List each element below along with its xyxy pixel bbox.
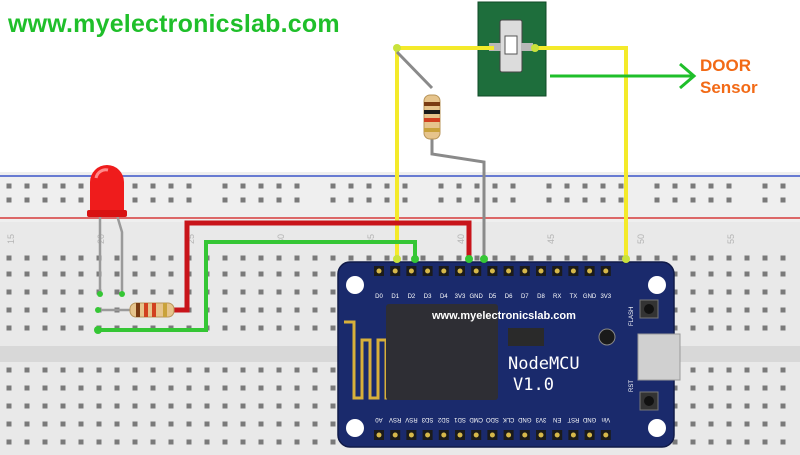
bottom-pin-label: Vin	[602, 416, 611, 422]
header-pin-contact	[425, 268, 431, 274]
column-number: 50	[636, 234, 646, 244]
door-arrow	[550, 62, 697, 90]
header-pin-contact	[441, 268, 447, 274]
bottom-pin-label: RST	[567, 416, 579, 422]
header-pin-contact	[473, 268, 479, 274]
top-pin-label: D6	[505, 294, 513, 300]
breadboard-power-rail-top	[0, 172, 800, 222]
header-pin-contact	[538, 268, 544, 274]
column-number: 15	[6, 234, 16, 244]
column-number: 30	[276, 234, 286, 244]
bottom-pin-label: RSV	[405, 416, 417, 422]
top-pin-label: D8	[537, 294, 545, 300]
board-version: V1.0	[513, 375, 554, 395]
header-pin-contact	[587, 268, 593, 274]
top-pin-label: RX	[553, 294, 561, 300]
header-pin-contact	[392, 432, 398, 438]
header-pin-contact	[554, 432, 560, 438]
column-number: 45	[546, 234, 556, 244]
door-label-line2: Sensor	[700, 78, 758, 97]
header-pin-contact	[603, 432, 609, 438]
column-number: 40	[456, 234, 466, 244]
bottom-pin-label: GND	[582, 416, 596, 422]
bottom-pin-label: RSV	[389, 416, 401, 422]
bottom-pin-label: EN	[553, 416, 561, 422]
bottom-pin-label: SDO	[486, 416, 499, 422]
top-pin-label: D0	[375, 294, 383, 300]
header-pin-contact	[376, 268, 382, 274]
header-pin-contact	[408, 432, 414, 438]
header-pin-contact	[457, 268, 463, 274]
usb-port	[637, 333, 681, 381]
pulldown-resistor	[423, 94, 441, 140]
header-pin-contact	[473, 432, 479, 438]
wire-grey-gnd	[430, 138, 486, 258]
wire-grey-resistor-leg	[395, 50, 434, 90]
top-pin-label: D7	[521, 294, 529, 300]
bottom-pin-label: GND	[517, 416, 531, 422]
header-pin-contact	[376, 432, 382, 438]
header-pin-contact	[522, 268, 528, 274]
bottom-pin-label: SD1	[454, 416, 466, 422]
site-url-title: www.myelectronicslab.com	[8, 10, 340, 38]
header-pin-contact	[538, 432, 544, 438]
wire-yellow-right	[535, 46, 628, 258]
top-pin-label: D3	[424, 294, 432, 300]
bottom-pin-label: SD2	[437, 416, 449, 422]
top-pin-label: GND	[583, 294, 597, 300]
header-pin-contact	[392, 268, 398, 274]
column-number: 55	[726, 234, 736, 244]
flash-label: FLASH	[629, 307, 635, 326]
header-pin-contact	[441, 432, 447, 438]
top-pin-label: 3V3	[600, 294, 611, 300]
header-pin-contact	[506, 432, 512, 438]
top-pin-label: GND	[470, 294, 484, 300]
rst-label: RST	[629, 380, 635, 392]
bottom-pin-label: A0	[375, 416, 383, 422]
header-pin-contact	[408, 268, 414, 274]
bottom-pin-label: SD3	[421, 416, 433, 422]
header-pin-contact	[522, 432, 528, 438]
header-pin-contact	[570, 268, 576, 274]
header-pin-contact	[570, 432, 576, 438]
top-pin-label: TX	[570, 294, 578, 300]
wire-red	[168, 220, 472, 313]
board-watermark: www.myelectronicslab.com	[431, 310, 576, 322]
header-pin-contact	[425, 432, 431, 438]
top-pin-label: 3V3	[455, 294, 466, 300]
bottom-pin-label: 3V3	[535, 416, 546, 422]
esp-chip-shield	[386, 304, 498, 400]
header-pin-contact	[554, 268, 560, 274]
header-pin-contact	[457, 432, 463, 438]
column-number: 35	[366, 234, 376, 244]
header-pin-contact	[506, 268, 512, 274]
bottom-pin-label: CLK	[503, 416, 515, 422]
column-number: 25	[186, 234, 196, 244]
header-pin-contact	[587, 432, 593, 438]
bottom-pin-label: CMD	[469, 416, 483, 422]
top-pin-label: D1	[391, 294, 399, 300]
top-pin-label: D4	[440, 294, 448, 300]
door-sensor-label: DOOR Sensor	[700, 55, 758, 99]
header-pin-contact	[489, 432, 495, 438]
header-pin-contact	[603, 268, 609, 274]
led-resistor	[95, 302, 175, 318]
top-pin-label: D2	[408, 294, 416, 300]
header-pin-contact	[489, 268, 495, 274]
led	[87, 165, 127, 297]
wire-green	[98, 240, 417, 332]
top-pin-label: D5	[489, 294, 497, 300]
board-name: NodeMCU	[508, 354, 580, 374]
door-label-line1: DOOR	[700, 56, 751, 75]
